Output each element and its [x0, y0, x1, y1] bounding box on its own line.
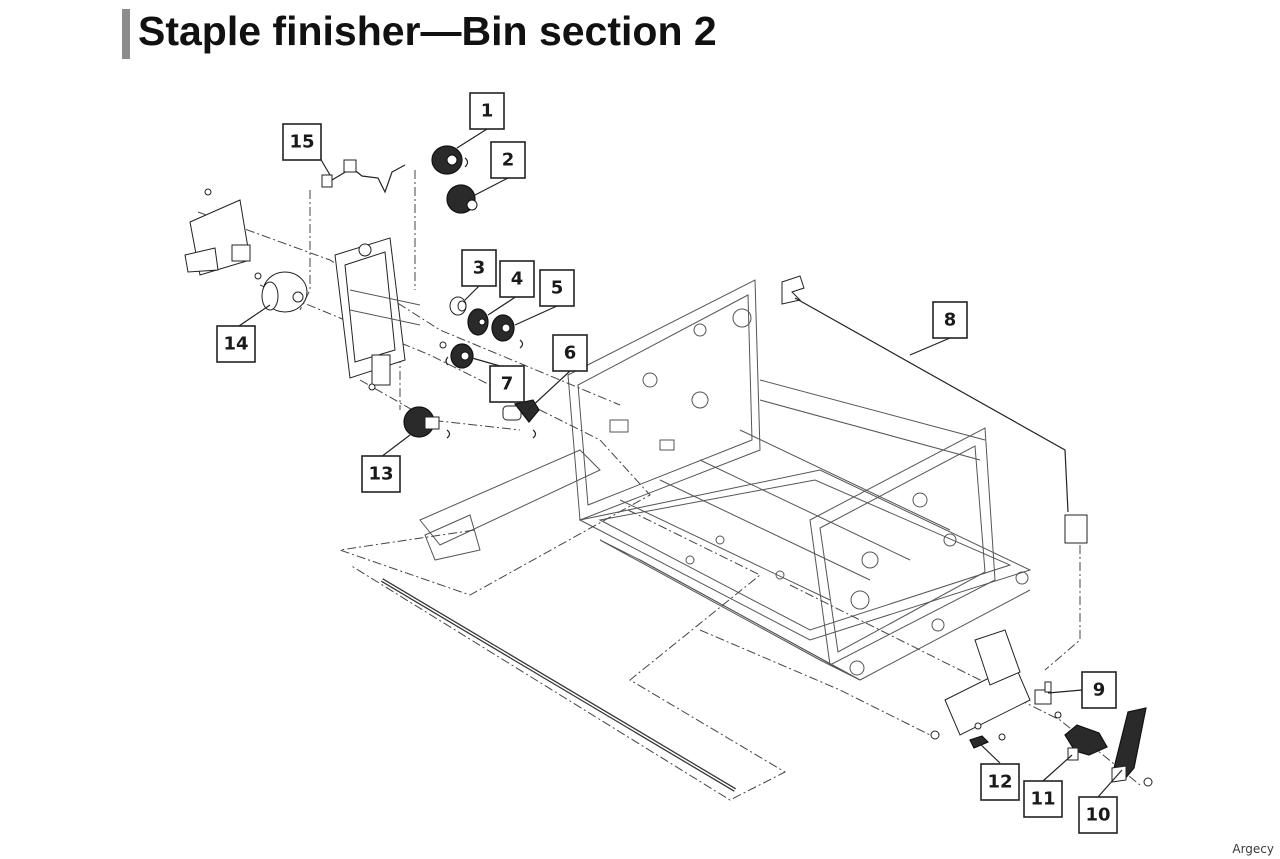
- callout-1: 1: [469, 92, 505, 130]
- callout-label: 7: [501, 374, 514, 395]
- callout-8: 8: [932, 301, 968, 339]
- gear-part-4: [467, 308, 489, 336]
- gear-part-7: [439, 341, 474, 369]
- callout-10: 10: [1078, 796, 1118, 834]
- callout-7: 7: [489, 365, 525, 403]
- callout-label: 2: [502, 150, 515, 171]
- callout-2: 2: [490, 141, 526, 179]
- bushing-part-3: [449, 296, 467, 316]
- callout-label: 1: [481, 101, 494, 122]
- callout-label: 9: [1093, 680, 1106, 701]
- gear-part-13: [403, 406, 451, 439]
- harness-part-8: [781, 275, 1088, 544]
- callout-label: 10: [1085, 805, 1110, 826]
- gear-part-2: [446, 184, 478, 214]
- center-bracket: [334, 237, 421, 391]
- chassis-frame: [419, 279, 1032, 681]
- callout-14: 14: [216, 325, 256, 363]
- callout-label: 3: [473, 258, 486, 279]
- callout-label: 13: [368, 464, 393, 485]
- right-bracket: [930, 629, 1031, 741]
- callout-9: 9: [1081, 671, 1117, 709]
- clutch-part-6: [502, 399, 540, 439]
- sensor-part-9: [1034, 681, 1062, 719]
- callout-leaders: [235, 128, 1123, 798]
- callout-label: 11: [1030, 789, 1055, 810]
- callout-15: 15: [282, 123, 322, 161]
- callout-13: 13: [361, 455, 401, 493]
- long-shaft: [380, 578, 737, 792]
- clip-part-12: [969, 722, 990, 749]
- left-bracket: [184, 188, 251, 276]
- sensor-harness-part-15: [321, 159, 406, 194]
- callout-label: 5: [551, 278, 564, 299]
- title-accent-bar: [122, 9, 130, 59]
- gear-part-5: [491, 314, 524, 349]
- callout-11: 11: [1023, 780, 1063, 818]
- lever-part-11: [1064, 724, 1108, 761]
- callout-label: 14: [223, 334, 248, 355]
- callout-12: 12: [980, 763, 1020, 801]
- page-title: Staple finisher—Bin section 2: [138, 8, 717, 54]
- callout-label: 12: [987, 772, 1012, 793]
- callout-6: 6: [552, 334, 588, 372]
- callout-label: 4: [511, 269, 524, 290]
- callout-5: 5: [539, 269, 575, 307]
- callout-3: 3: [461, 249, 497, 287]
- actuator-part-10: [1111, 707, 1153, 787]
- callout-label: 6: [564, 343, 577, 364]
- motor-part-14: [254, 271, 308, 313]
- callout-label: 8: [944, 310, 957, 331]
- gear-part-1: [431, 145, 469, 175]
- callout-label: 15: [289, 132, 314, 153]
- watermark: Argecy: [1232, 842, 1274, 856]
- callout-4: 4: [499, 260, 535, 298]
